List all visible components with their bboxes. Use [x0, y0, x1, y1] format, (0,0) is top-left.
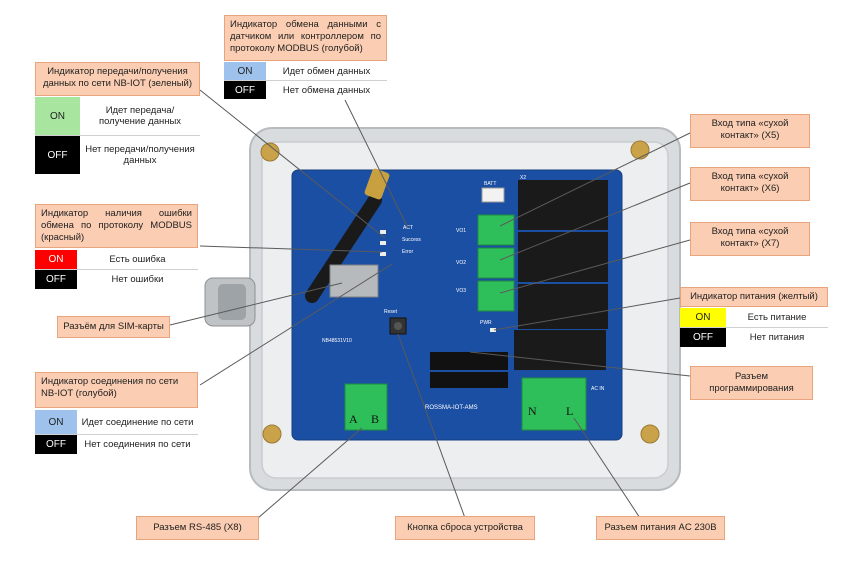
- leader-nbiot-conn: [199, 263, 393, 386]
- board-label-x2: X2: [520, 175, 527, 181]
- table-row: OFF Нет ошибки: [35, 270, 198, 289]
- state-off: OFF: [224, 81, 266, 99]
- board-label-reset: Reset: [384, 309, 398, 315]
- state-off: OFF: [35, 270, 77, 289]
- state-description: Есть ошибка: [109, 254, 166, 265]
- leader-x5: [499, 132, 691, 227]
- table-modbus-error: ON Есть ошибка OFF Нет ошибки: [35, 250, 198, 289]
- state-description: Нет соединения по сети: [84, 439, 191, 450]
- board-label-pwr: PWR: [480, 320, 492, 326]
- board-label-v02: VO2: [456, 260, 467, 266]
- state-off: OFF: [35, 136, 80, 174]
- callout-prog: Разъем программирования: [690, 366, 813, 400]
- callout-reset: Кнопка сброса устройства: [395, 516, 535, 540]
- callout-sim-slot: Разъём для SIM-карты: [57, 316, 170, 338]
- board-label-model: ROSSMA-IOT-AMS: [425, 405, 478, 411]
- leader-x7: [499, 239, 691, 294]
- leader-reset: [397, 333, 466, 519]
- antenna: [305, 193, 382, 303]
- leader-nbiot-tx: [199, 89, 386, 239]
- table-row: ON Идет обмен данных: [224, 62, 387, 81]
- state-description: Нет питания: [749, 332, 805, 343]
- board-label-v03: VO3: [456, 288, 467, 294]
- state-off: OFF: [680, 328, 726, 347]
- state-on: ON: [35, 250, 77, 269]
- board-label-success: Success: [402, 237, 421, 243]
- callout-nbiot-tx-title: Индикатор передачи/получения данных по с…: [35, 62, 200, 96]
- board-label-error: Error: [402, 249, 414, 255]
- callout-x6: Вход типа «сухой контакт» (X6): [690, 167, 810, 201]
- callout-x7: Вход типа «сухой контакт» (X7): [690, 222, 810, 256]
- terminal-label-b: B: [371, 412, 380, 426]
- leader-prog: [469, 351, 691, 377]
- table-row: ON Идет соединение по сети: [35, 410, 198, 435]
- table-modbus-exchange: ON Идет обмен данных OFF Нет обмена данн…: [224, 62, 387, 99]
- table-row: ON Идет передача/получение данных: [35, 97, 200, 136]
- table-row: OFF Нет обмена данных: [224, 81, 387, 99]
- callout-power-led-title: Индикатор питания (желтый): [680, 287, 828, 307]
- sim-slot: [329, 264, 379, 298]
- table-row: ON Есть питание: [680, 308, 828, 328]
- state-description: Нет обмена данных: [282, 84, 371, 96]
- board-label-nb: NB48531V10: [322, 338, 352, 344]
- callout-rs485: Разъем RS-485 (X8): [136, 516, 259, 540]
- terminal-label-n: N: [528, 404, 537, 418]
- state-description: Идет соединение по сети: [81, 416, 194, 428]
- terminal-label-a: A: [349, 412, 358, 426]
- table-row: OFF Нет передачи/получения данных: [35, 136, 200, 174]
- table-nbiot-tx: ON Идет передача/получение данных OFF Не…: [35, 97, 200, 174]
- state-description: Есть питание: [747, 312, 807, 323]
- terminal-label-l: L: [566, 404, 574, 418]
- leader-power-led: [493, 297, 681, 331]
- state-on: ON: [35, 410, 77, 434]
- leader-power-ac: [573, 417, 641, 519]
- board-label-ac-in: AC IN: [591, 386, 605, 392]
- callout-power-ac: Разъем питания AC 230В: [596, 516, 725, 540]
- leader-rs485: [257, 427, 363, 519]
- table-row: ON Есть ошибка: [35, 250, 198, 270]
- leader-sim: [169, 282, 343, 326]
- state-on: ON: [224, 62, 266, 80]
- leader-modbus-error: [199, 245, 383, 253]
- state-description: Идет обмен данных: [282, 65, 371, 77]
- leader-modbus-exchange: [344, 99, 409, 229]
- leader-x6: [499, 182, 691, 261]
- callout-nbiot-conn-title: Индикатор соединения по сети NB-IOT (гол…: [35, 372, 198, 408]
- state-description: Нет передачи/получения данных: [85, 144, 195, 166]
- state-on: ON: [680, 308, 726, 327]
- state-on: ON: [35, 97, 80, 135]
- state-description: Нет ошибки: [111, 274, 164, 285]
- callout-x5: Вход типа «сухой контакт» (X5): [690, 114, 810, 148]
- table-power-led: ON Есть питание OFF Нет питания: [680, 308, 828, 347]
- callout-modbus-error-title: Индикатор наличия ошибки обмена по прото…: [35, 204, 198, 248]
- board-label-batt: BATT: [484, 181, 497, 187]
- table-row: OFF Нет питания: [680, 328, 828, 347]
- callout-modbus-exchange-title: Индикатор обмена данными с датчиком или …: [224, 15, 387, 61]
- state-description: Идет передача/получение данных: [98, 105, 182, 127]
- state-off: OFF: [35, 435, 77, 454]
- board-label-v01: VO1: [456, 228, 467, 234]
- table-nbiot-conn: ON Идет соединение по сети OFF Нет соеди…: [35, 410, 198, 454]
- table-row: OFF Нет соединения по сети: [35, 435, 198, 454]
